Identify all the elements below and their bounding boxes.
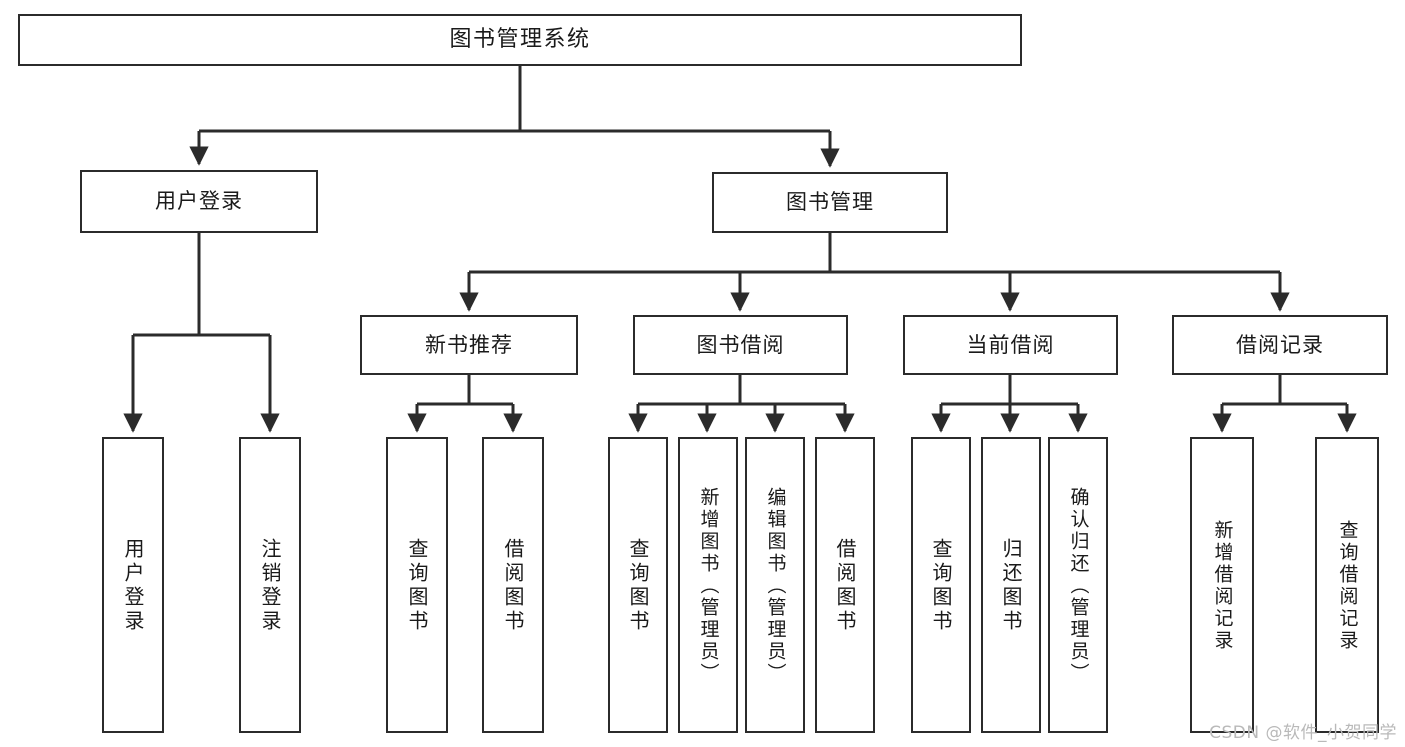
leaf-current-borrow-query[interactable]: 查询图书	[911, 437, 971, 733]
leaf-book-borrow-edit-admin[interactable]: 编辑图书（管理员）	[745, 437, 805, 733]
leaf-book-borrow-borrow[interactable]: 借阅图书	[815, 437, 875, 733]
leaf-user-login-signout[interactable]: 注销登录	[239, 437, 301, 733]
leaf-current-borrow-return[interactable]: 归还图书	[981, 437, 1041, 733]
node-user-login[interactable]: 用户登录	[80, 170, 318, 233]
node-new-book-recommend[interactable]: 新书推荐	[360, 315, 578, 375]
leaf-book-borrow-query[interactable]: 查询图书	[608, 437, 668, 733]
leaf-current-borrow-confirm-admin[interactable]: 确认归还（管理员）	[1048, 437, 1108, 733]
node-label: 新书推荐	[425, 332, 513, 357]
node-book-borrow[interactable]: 图书借阅	[633, 315, 848, 375]
node-label: 归还图书	[999, 538, 1023, 634]
node-label: 新增借阅记录	[1211, 520, 1234, 652]
watermark-text: CSDN @软件_小贺同学	[1209, 723, 1397, 743]
node-label: 借阅图书	[501, 538, 525, 634]
node-label: 图书管理	[786, 190, 874, 215]
leaf-book-borrow-add-admin[interactable]: 新增图书（管理员）	[678, 437, 738, 733]
node-label: 当前借阅	[966, 332, 1055, 357]
leaf-new-book-query[interactable]: 查询图书	[386, 437, 448, 733]
node-label: 图书管理系统	[449, 27, 591, 53]
node-label: 用户登录	[155, 189, 243, 214]
node-label: 新增图书（管理员）	[697, 487, 720, 685]
node-label: 查询图书	[626, 538, 650, 634]
leaf-user-login-signin[interactable]: 用户登录	[102, 437, 164, 733]
leaf-new-book-borrow[interactable]: 借阅图书	[482, 437, 544, 733]
node-label: 图书借阅	[696, 332, 785, 357]
node-label: 查询借阅记录	[1336, 520, 1359, 652]
node-label: 查询图书	[405, 538, 429, 634]
node-book-management[interactable]: 图书管理	[712, 172, 948, 233]
leaf-borrow-record-query[interactable]: 查询借阅记录	[1315, 437, 1379, 733]
node-label: 注销登录	[258, 538, 282, 634]
node-label: 借阅图书	[833, 538, 857, 634]
node-label: 查询图书	[929, 538, 953, 634]
leaf-borrow-record-add[interactable]: 新增借阅记录	[1190, 437, 1254, 733]
node-current-borrow[interactable]: 当前借阅	[903, 315, 1118, 375]
node-borrow-record[interactable]: 借阅记录	[1172, 315, 1388, 375]
node-label: 借阅记录	[1236, 332, 1324, 357]
node-label: 用户登录	[121, 538, 145, 634]
node-root-system[interactable]: 图书管理系统	[18, 14, 1022, 66]
node-label: 确认归还（管理员）	[1067, 487, 1090, 685]
node-label: 编辑图书（管理员）	[764, 487, 787, 685]
